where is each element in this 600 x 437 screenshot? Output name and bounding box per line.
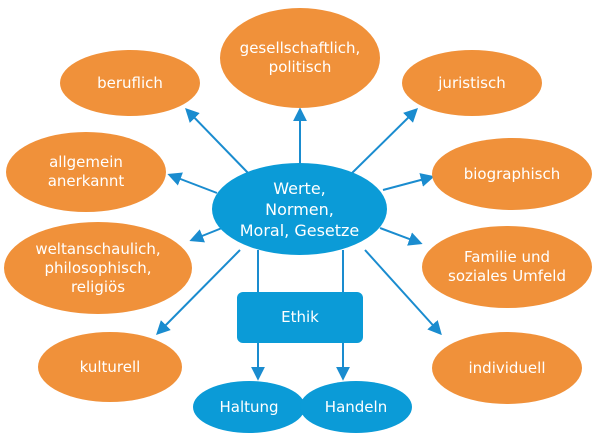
arrow-to-familie: [379, 227, 423, 246]
node-kulturell: kulturell: [38, 332, 182, 402]
arrow-to-individuell: [364, 249, 442, 336]
node-juristisch: juristisch: [402, 50, 542, 116]
node-allgemein: allgemein anerkannt: [6, 132, 166, 212]
node-ethik: Ethik: [237, 292, 363, 343]
node-beruflich: beruflich: [60, 50, 200, 116]
arrow-to-allgemein: [167, 172, 218, 194]
node-handeln: Handeln: [300, 381, 412, 433]
arrow-to-biographisch: [382, 173, 435, 191]
node-werte-normen: Werte, Normen, Moral, Gesetze: [212, 163, 387, 255]
arrow-to-weltanschaulich: [189, 227, 223, 243]
node-haltung: Haltung: [193, 381, 305, 433]
arrow-to-beruflich: [185, 107, 251, 176]
node-familie: Familie und soziales Umfeld: [422, 226, 592, 308]
node-biographisch: biographisch: [432, 138, 592, 210]
arrow-to-juristisch: [349, 108, 418, 176]
node-gesellschaftlich: gesellschaftlich, politisch: [220, 8, 380, 108]
node-individuell: individuell: [432, 332, 582, 404]
node-weltanschaulich: weltanschaulich, philosophisch, religiös: [4, 222, 192, 314]
arrow-to-kulturell: [156, 249, 241, 335]
